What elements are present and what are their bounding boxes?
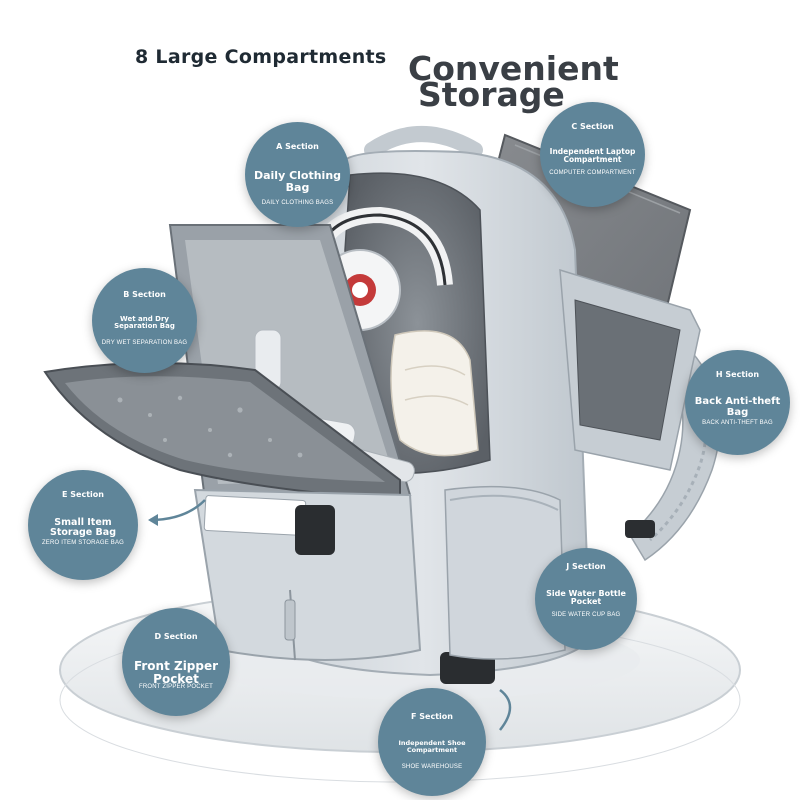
callout-f-subtitle: SHOE WAREHOUSE [401,764,463,770]
callout-h-label: H Section [715,370,760,379]
callout-b-label: B Section [123,290,166,299]
tagline: 8 Large Compartments [135,46,387,68]
callout-f-label: F Section [411,712,453,721]
callout-a-section: A Section Daily Clothing Bag DAILY CLOTH… [245,122,350,227]
callout-d-title: Front Zipper Pocket [133,659,219,686]
callout-c-title: Independent Laptop Compartment [549,147,636,164]
callout-e-section: E Section Small Item Storage Bag ZERO IT… [28,470,138,580]
callout-j-section: J Section Side Water Bottle Pocket SIDE … [535,548,637,650]
callout-j-title: Side Water Bottle Pocket [546,589,626,607]
callout-c-subtitle: COMPUTER COMPARTMENT [549,170,636,176]
backpack-body [43,150,701,684]
callout-b-subtitle: DRY WET SEPARATION BAG [101,340,188,346]
callout-d-section: D Section Front Zipper Pocket FRONT ZIPP… [122,608,230,716]
callout-e-label: E Section [62,490,104,499]
folded-clothes [390,330,479,457]
side-pocket [444,485,566,660]
headline-line-2: Storage [418,75,565,114]
callout-a-label: A Section [276,142,319,151]
callout-j-subtitle: SIDE WATER CUP BAG [551,612,621,618]
callout-arrow [499,689,512,731]
callout-b-title: Wet and Dry Separation Bag [114,315,175,331]
callout-a-title: Daily Clothing Bag [253,169,342,194]
callout-h-section: H Section Back Anti-theft Bag BACK ANTI-… [685,350,790,455]
buckle [295,505,335,555]
callout-h-subtitle: BACK ANTI-THEFT BAG [702,420,773,426]
callout-f-title: Independent Shoe Compartment [398,739,466,754]
buckle [440,652,495,684]
callout-c-section: C Section Independent Laptop Compartment… [540,102,645,207]
callout-c-label: C Section [571,122,614,131]
callout-e-title: Small Item Storage Bag [49,517,116,538]
callout-f-section: F Section Independent Shoe Compartment S… [378,688,486,796]
callout-j-label: J Section [566,562,606,571]
callout-e-subtitle: ZERO ITEM STORAGE BAG [41,540,125,546]
callout-d-label: D Section [154,632,198,641]
headline-line-1: Convenient [408,49,619,88]
callout-b-section: B Section Wet and Dry Separation Bag DRY… [92,268,197,373]
top-handle [364,126,483,158]
callout-h-title: Back Anti-theft Bag [694,396,781,418]
callout-d-subtitle: FRONT ZIPPER POCKET [138,684,214,690]
callout-a-subtitle: DAILY CLOTHING BAGS [261,200,334,206]
